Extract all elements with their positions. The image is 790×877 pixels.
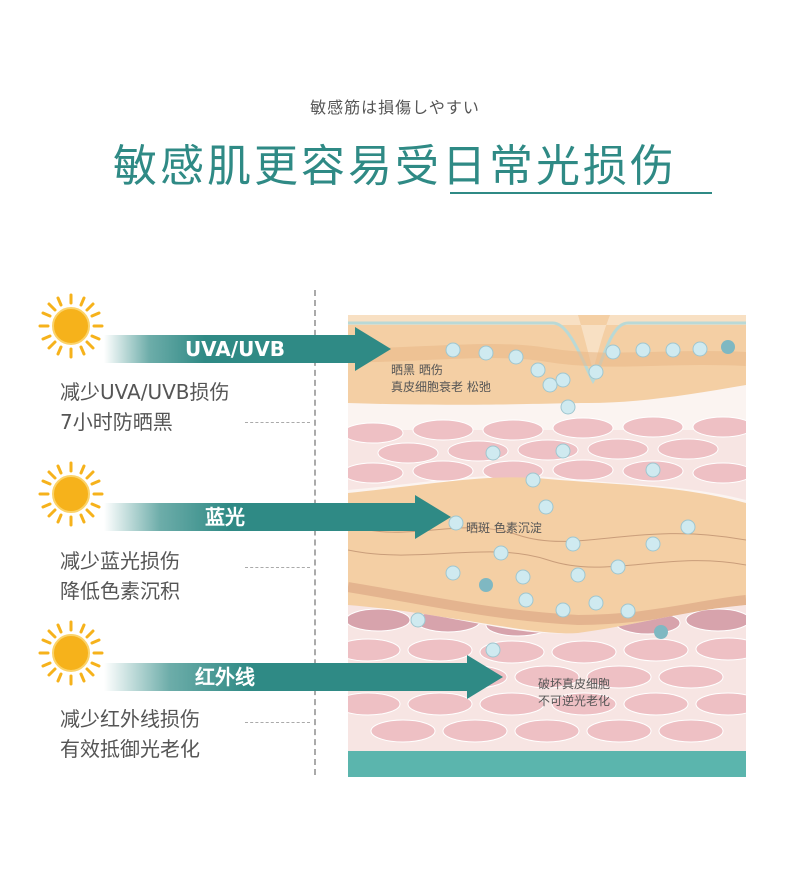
skin-note-line: 真皮细胞衰老 松弛 (391, 380, 491, 394)
ray-band-blue-light (104, 503, 416, 531)
ray-band-uva-uvb (104, 335, 356, 363)
ray-description-infrared: 减少红外线损伤 有效抵御光老化 (60, 704, 200, 764)
subtitle: 敏感筋は損傷しやすい (310, 98, 480, 117)
dashed-connector (245, 422, 310, 423)
skin-note-line: 不可逆光老化 (538, 694, 611, 708)
desc-line: 有效抵御光老化 (60, 737, 200, 761)
arrow-right-icon (415, 495, 451, 539)
skin-note: 晒斑 色素沉淀 (466, 520, 542, 537)
ray-description-blue-light: 减少蓝光损伤 降低色素沉积 (60, 546, 180, 606)
desc-line: 7小时防晒黑 (60, 410, 173, 434)
arrow-right-icon (355, 327, 391, 371)
sun-icon (38, 620, 104, 686)
desc-line: 减少UVA/UVB损伤 (60, 380, 230, 404)
desc-line: 降低色素沉积 (60, 579, 180, 603)
skin-note-line: 晒黑 晒伤 (391, 363, 443, 377)
skin-note: 晒黑 晒伤 真皮细胞衰老 松弛 (391, 362, 491, 396)
ray-label-uva-uvb: UVA/UVB (184, 337, 286, 361)
ray-description-uva-uvb: 减少UVA/UVB损伤 7小时防晒黑 (60, 377, 230, 437)
sun-icon (38, 293, 104, 359)
title-underline (450, 192, 712, 194)
sun-icon (38, 461, 104, 527)
desc-line: 减少蓝光损伤 (60, 549, 180, 573)
desc-line: 减少红外线损伤 (60, 707, 200, 731)
dashed-connector (245, 722, 310, 723)
dashed-connector (245, 567, 310, 568)
ray-label-blue-light: 蓝光 (205, 505, 245, 529)
skin-layers-illustration (348, 315, 746, 777)
skin-note-line: 晒斑 色素沉淀 (466, 521, 542, 535)
arrow-right-icon (467, 655, 503, 699)
ray-band-infrared (104, 663, 468, 691)
page-title: 敏感肌更容易受日常光损伤 (113, 141, 677, 192)
divider-line (314, 290, 316, 775)
skin-note-line: 破坏真皮细胞 (538, 677, 611, 691)
skin-note: 破坏真皮细胞 不可逆光老化 (538, 676, 610, 710)
ray-label-infrared: 红外线 (195, 665, 255, 689)
